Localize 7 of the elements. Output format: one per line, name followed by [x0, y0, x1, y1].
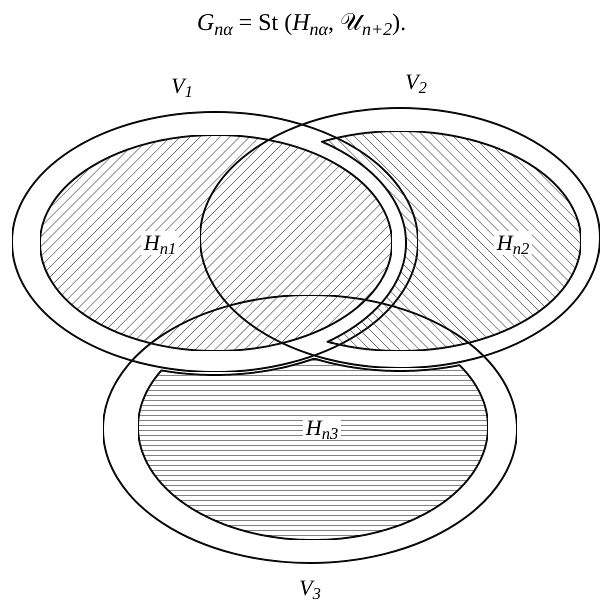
set-label: H$_{n2}$: [494, 231, 532, 255]
set-label: H$_{n1}$: [140, 231, 180, 255]
set-label: V$_{3}$: [298, 576, 322, 600]
set-label: V$_{2}$: [404, 70, 428, 94]
set-label: V$_{1}$: [170, 74, 194, 98]
hatched-region: [40, 135, 392, 351]
formula-title: G$_{nα}$ = St (H$_{nα}$, 𝒰$_{n+2}$).: [196, 9, 408, 38]
